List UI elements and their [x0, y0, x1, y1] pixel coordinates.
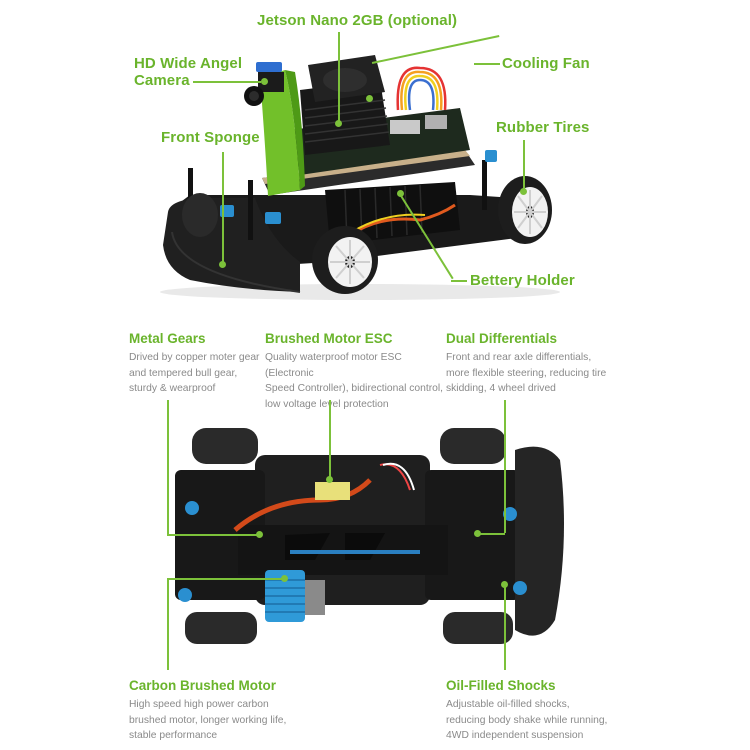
robot-car-illustration [160, 55, 560, 300]
leader-dot-esc [326, 476, 333, 483]
callout-camera-line2: Camera [134, 72, 190, 89]
feature-desc-line: 4WD independent suspension [446, 730, 584, 741]
chassis-top-view-illustration [175, 428, 564, 644]
leader-motor-v [167, 578, 169, 670]
feature-desc-line: brushed motor, longer working life, [129, 714, 287, 726]
leader-dot-jetson [335, 120, 342, 127]
feature-desc-line: more flexible steering, reducing tire [446, 367, 607, 379]
leader-dot-battery [397, 190, 404, 197]
leader-tires [523, 140, 525, 190]
leader-sponge [222, 152, 224, 262]
callout-jetson-nano: Jetson Nano 2GB (optional) [257, 12, 458, 29]
leader-esc [329, 400, 331, 478]
feature-desc-line: reducing body shake while running, [446, 714, 608, 726]
leader-shocks [504, 584, 506, 670]
leader-dot-diff [474, 530, 481, 537]
leader-fan-h [474, 63, 500, 65]
feature-brushed-motor-esc: Brushed Motor ESC Quality waterproof mot… [265, 331, 445, 412]
feature-title: Brushed Motor ESC [265, 331, 393, 346]
leader-battery-h [451, 280, 467, 282]
feature-desc-line: skidding, 4 wheel drived [446, 383, 556, 394]
leader-camera [193, 81, 261, 83]
leader-dot-sponge [219, 261, 226, 268]
leader-dot-metal-gears [256, 531, 263, 538]
feature-desc-line: low voltage level protection [265, 398, 389, 410]
feature-carbon-brushed-motor: Carbon Brushed Motor High speed high pow… [129, 678, 309, 744]
feature-dual-differentials: Dual Differentials Front and rear axle d… [446, 331, 626, 397]
feature-desc-line: Quality waterproof motor ESC (Electronic [265, 352, 402, 379]
callout-rubber-tires: Rubber Tires [496, 119, 590, 136]
leader-metal-gears-h [167, 534, 259, 536]
callout-cooling-fan: Cooling Fan [502, 55, 590, 72]
feature-desc-line: sturdy & wearproof [129, 383, 216, 394]
leader-diff-v [504, 400, 506, 533]
leader-dot-motor [281, 575, 288, 582]
feature-desc-line: High speed high power carbon [129, 699, 269, 710]
leader-dot-shocks [501, 581, 508, 588]
feature-title: Dual Differentials [446, 331, 558, 346]
callout-front-sponge: Front Sponge [161, 129, 260, 146]
leader-jetson [338, 32, 340, 122]
feature-desc-line: Speed Controller), bidirectional control… [265, 383, 443, 394]
feature-desc-line: Drived by copper moter gear [129, 352, 260, 363]
leader-dot-tires [520, 188, 527, 195]
leader-diff-h [476, 533, 505, 535]
leader-motor-h [167, 578, 284, 580]
feature-desc-line: Adjustable oil-filled shocks, [446, 699, 570, 710]
leader-dot-fan [366, 95, 373, 102]
feature-desc-line: stable performance [129, 730, 218, 741]
feature-title: Oil-Filled Shocks [446, 678, 556, 693]
feature-metal-gears: Metal Gears Drived by copper moter gear … [129, 331, 309, 397]
feature-title: Carbon Brushed Motor [129, 678, 276, 693]
feature-oil-filled-shocks: Oil-Filled Shocks Adjustable oil-filled … [446, 678, 626, 744]
feature-title: Metal Gears [129, 331, 206, 346]
feature-desc-line: Front and rear axle differentials, [446, 352, 592, 363]
leader-metal-gears-v [167, 400, 169, 534]
leader-dot-camera [261, 78, 268, 85]
feature-desc-line: and tempered bull gear, [129, 367, 238, 379]
callout-camera-line1: HD Wide Angel [134, 55, 243, 72]
callout-battery-holder: Bettery Holder [470, 272, 575, 289]
